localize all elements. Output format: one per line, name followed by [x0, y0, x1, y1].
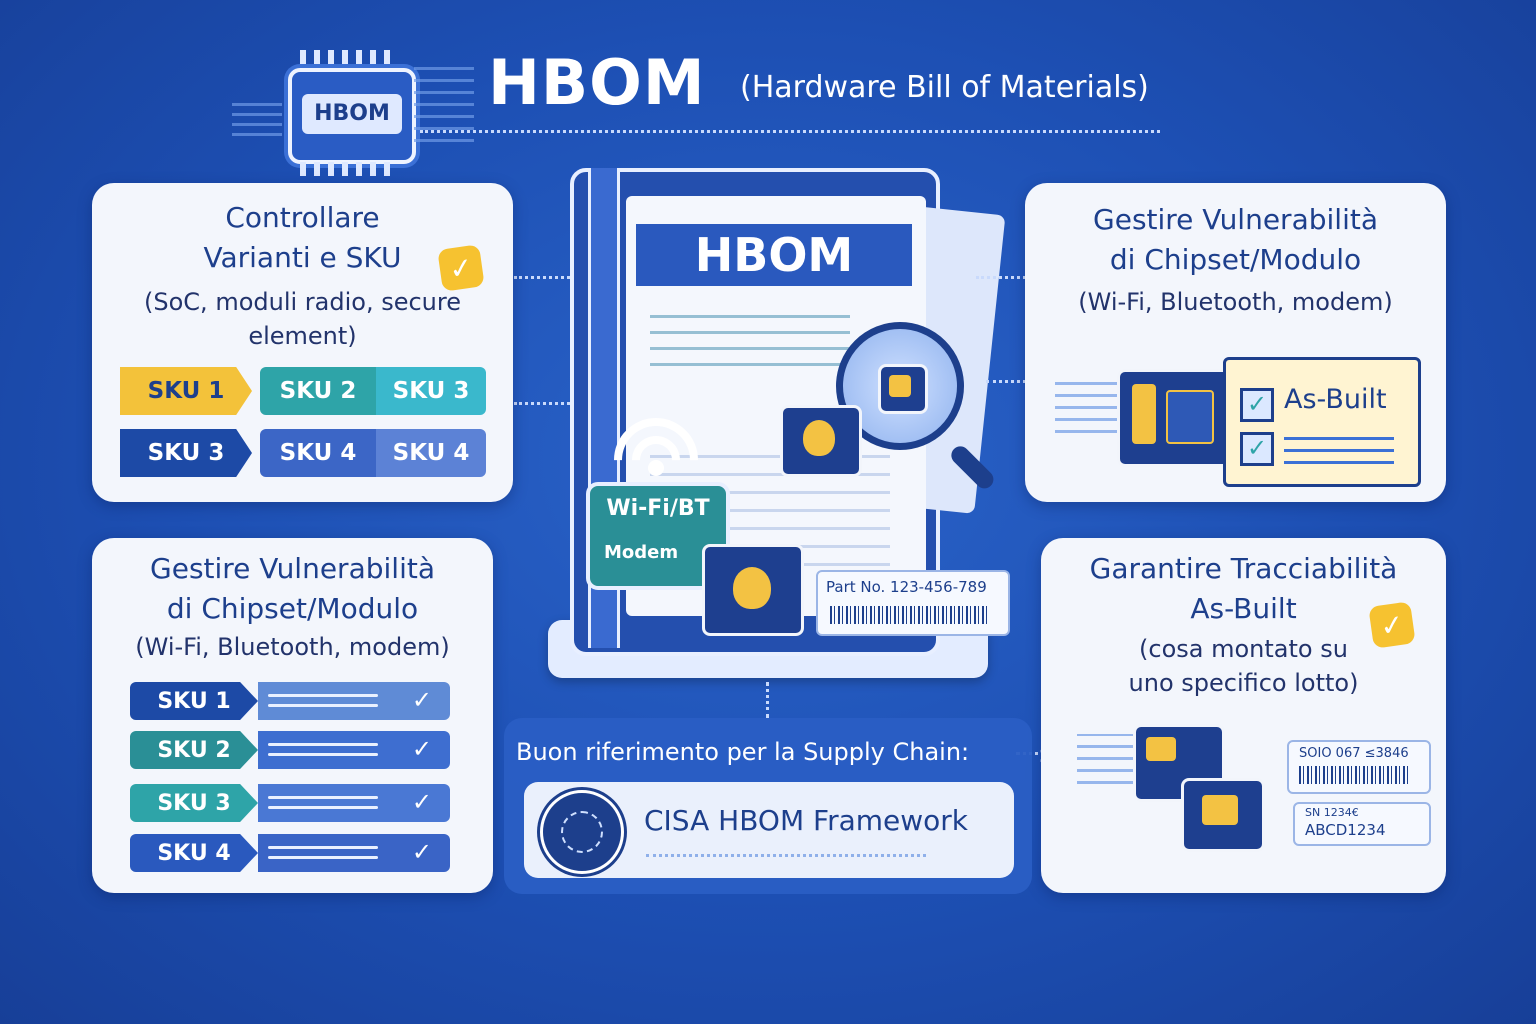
lot-label-1: SOIO 067 ≤3846	[1287, 740, 1431, 794]
sku-row-bar: ✓	[258, 682, 450, 720]
lot-label-1-text: SOIO 067 ≤3846	[1299, 746, 1409, 761]
circuit-lines-left	[232, 96, 282, 136]
serial-number-text: SN 1234€	[1305, 806, 1359, 819]
connector-center-down	[766, 682, 769, 718]
bug-icon-large	[733, 567, 771, 609]
barcode	[830, 606, 990, 624]
connector-tl	[514, 276, 570, 279]
sku-row-bar: ✓	[258, 731, 450, 769]
header-chip-label: HBOM	[302, 94, 402, 134]
card-variants-sku: Controllare Varianti e SKU ✓ (SoC, modul…	[92, 183, 513, 502]
card-tl-title-1: Controllare	[225, 201, 380, 234]
as-built-document: ✓ As-Built ✓	[1223, 357, 1421, 487]
card-tr-title-2: di Chipset/Modulo	[1109, 243, 1362, 276]
sku-row-bar: ✓	[258, 834, 450, 872]
sku-tag: SKU 3	[120, 429, 252, 477]
sku-tag: SKU 1	[120, 367, 252, 415]
module-chip-icon	[1181, 778, 1265, 852]
chip-pins-bottom	[300, 162, 396, 176]
card-br-sub-1: (cosa montato su	[1139, 635, 1348, 663]
check-icon: ✓	[411, 838, 432, 866]
lot-label-2: SN 1234€ ABCD1234	[1293, 802, 1431, 846]
sku-tag: SKU 2	[260, 367, 376, 415]
check-icon: ✓	[411, 788, 432, 816]
sku-row-tag: SKU 3	[130, 784, 258, 822]
circuit-lines	[1055, 379, 1125, 433]
card-tl-sub-1: (SoC, moduli radio, secure	[144, 288, 461, 316]
check-icon: ✓	[411, 686, 432, 714]
connector-tl2	[514, 402, 570, 405]
sku-tag: SKU 3	[376, 367, 486, 415]
sku-row-bar: ✓	[258, 784, 450, 822]
document-title: HBOM	[636, 224, 912, 286]
cisa-seal-icon	[540, 790, 624, 874]
page-subtitle: (Hardware Bill of Materials)	[740, 70, 1149, 105]
card-tr-title-1: Gestire Vulnerabilità	[1093, 203, 1378, 236]
framework-underline	[646, 854, 926, 857]
barcode	[1299, 766, 1411, 784]
check-icon: ✓	[411, 735, 432, 763]
sku-tag: SKU 4	[260, 429, 376, 477]
page-title: HBOM	[488, 46, 706, 119]
module-chip-icon	[1117, 369, 1231, 467]
bug-chip-icon	[780, 405, 862, 477]
bug-icon	[803, 420, 835, 456]
supply-chain-caption: Buon riferimento per la Supply Chain:	[516, 738, 970, 766]
bug-chip-large-icon	[702, 544, 804, 636]
card-br-title-1: Garantire Tracciabilità	[1089, 552, 1398, 585]
connector-tr	[976, 276, 1026, 279]
part-number-text: Part No. 123-456-789	[826, 578, 987, 596]
wifi-bt-label: Wi-Fi/BT	[606, 496, 710, 521]
card-tr-sub-1: (Wi-Fi, Bluetooth, modem)	[1078, 288, 1393, 316]
part-number-label: Part No. 123-456-789	[816, 570, 1010, 636]
wifi-icon	[610, 412, 710, 482]
card-tl-title-2: Varianti e SKU	[203, 241, 402, 274]
circuit-lines-right	[414, 62, 474, 142]
card-br-sub-2: uno specifico lotto)	[1128, 669, 1359, 697]
cisa-framework-button[interactable]: CISA HBOM Framework	[524, 782, 1014, 878]
sku-row-tag: SKU 2	[130, 731, 258, 769]
connector-tr2	[986, 380, 1026, 383]
header-chip-icon: HBOM	[288, 68, 416, 164]
magnifier-icon	[836, 322, 998, 493]
modem-label: Modem	[604, 542, 679, 563]
card-br-title-2: As-Built	[1190, 592, 1297, 625]
card-traceability: Garantire Tracciabilità As-Built ✓ (cosa…	[1041, 538, 1446, 893]
card-bl-sub-1: (Wi-Fi, Bluetooth, modem)	[135, 633, 450, 661]
sku-tag: SKU 4	[376, 429, 486, 477]
card-vuln-top: Gestire Vulnerabilità di Chipset/Modulo …	[1025, 183, 1446, 502]
cisa-framework-label: CISA HBOM Framework	[644, 804, 969, 837]
lot-code-text: ABCD1234	[1305, 821, 1386, 839]
card-bl-title-1: Gestire Vulnerabilità	[150, 552, 435, 585]
card-tl-sub-2: element)	[248, 322, 357, 350]
header-underline	[420, 130, 1160, 133]
card-bl-title-2: di Chipset/Modulo	[166, 592, 419, 625]
chip-pins-top	[300, 50, 396, 64]
sku-row-tag: SKU 1	[130, 682, 258, 720]
as-built-badge: As-Built	[1284, 384, 1387, 415]
document-lines	[650, 306, 850, 366]
sku-row-tag: SKU 4	[130, 834, 258, 872]
